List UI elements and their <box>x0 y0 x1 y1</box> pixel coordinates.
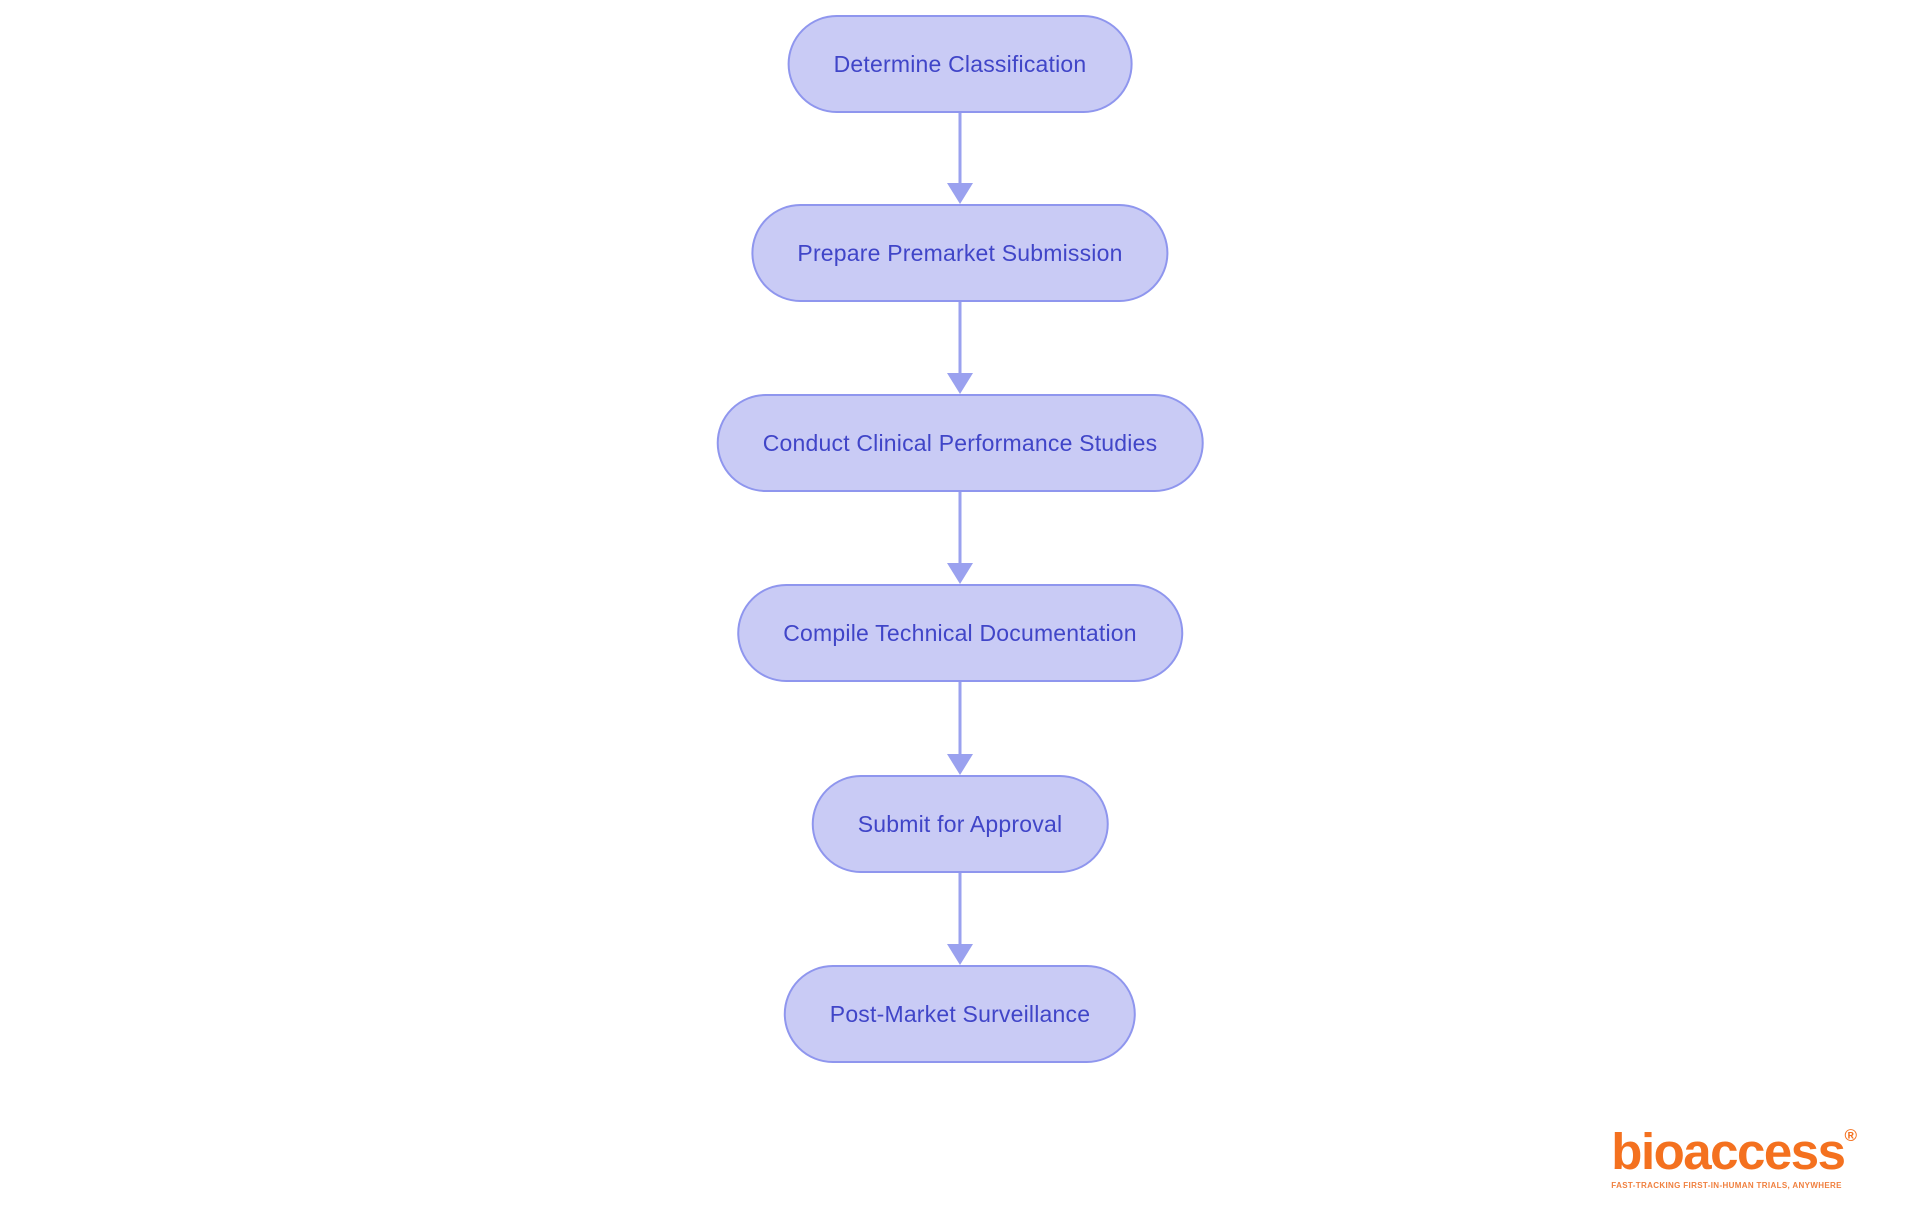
arrow-shaft <box>958 873 962 947</box>
logo-wordmark: bioaccess® <box>1611 1126 1857 1177</box>
flowchart-node-prepare-premarket-submission: Prepare Premarket Submission <box>751 204 1169 302</box>
node-label: Submit for Approval <box>857 810 1063 837</box>
flow-arrow-1 <box>946 113 974 204</box>
flow-arrow-3 <box>946 492 974 584</box>
flowchart-node-post-market-surveillance: Post-Market Surveillance <box>783 965 1137 1063</box>
flowchart-node-compile-technical-documentation: Compile Technical Documentation <box>737 584 1183 682</box>
flow-arrow-4 <box>946 682 974 775</box>
flow-arrow-2 <box>946 302 974 394</box>
arrow-shaft <box>958 302 962 376</box>
arrowhead-down-icon <box>947 754 973 775</box>
arrow-shaft <box>958 113 962 186</box>
bioaccess-logo: bioaccess® FAST-TRACKING FIRST-IN-HUMAN … <box>1611 1126 1857 1190</box>
flow-arrow-5 <box>946 873 974 965</box>
flowchart-node-submit-for-approval: Submit for Approval <box>811 775 1109 873</box>
arrowhead-down-icon <box>947 944 973 965</box>
arrowhead-down-icon <box>947 373 973 394</box>
node-label: Conduct Clinical Performance Studies <box>762 429 1158 456</box>
arrowhead-down-icon <box>947 563 973 584</box>
logo-tagline: FAST-TRACKING FIRST-IN-HUMAN TRIALS, ANY… <box>1611 1181 1842 1190</box>
node-label: Post-Market Surveillance <box>829 1000 1091 1027</box>
arrow-shaft <box>958 682 962 757</box>
node-label: Compile Technical Documentation <box>783 619 1137 646</box>
flowchart-node-determine-classification: Determine Classification <box>787 15 1133 113</box>
node-label: Prepare Premarket Submission <box>797 239 1123 266</box>
registered-trademark-icon: ® <box>1844 1126 1857 1145</box>
node-label: Determine Classification <box>833 50 1087 77</box>
arrow-shaft <box>958 492 962 566</box>
logo-text: bioaccess <box>1611 1123 1846 1180</box>
flowchart-node-conduct-clinical-performance-studies: Conduct Clinical Performance Studies <box>716 394 1204 492</box>
arrowhead-down-icon <box>947 183 973 204</box>
